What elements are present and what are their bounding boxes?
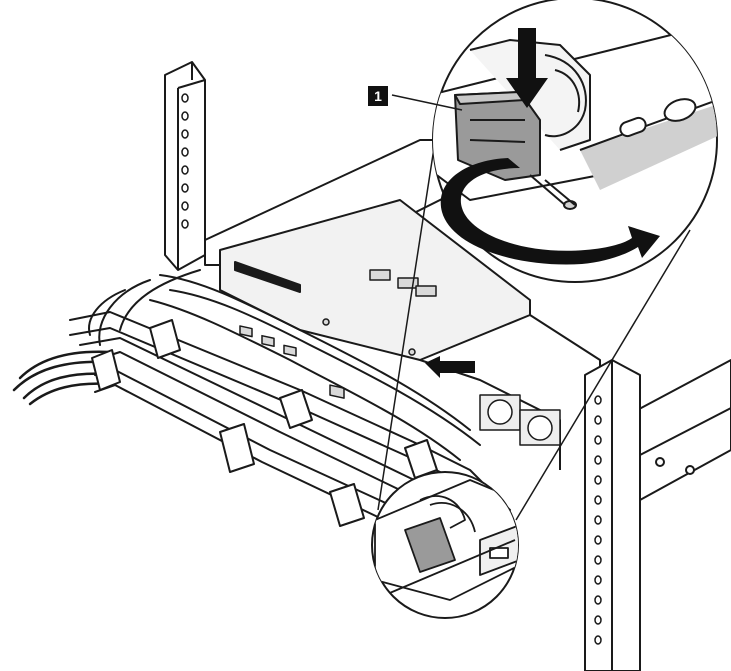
left-post-holes <box>181 93 189 229</box>
rear-ports <box>239 269 437 399</box>
left-rack-post <box>164 61 206 271</box>
magnifier-connector-lines <box>377 134 691 521</box>
callout-1: 1 <box>368 86 463 111</box>
slide-left-arrow-icon <box>425 356 475 378</box>
detail-circle-large <box>432 0 718 283</box>
detail-circle-small <box>371 471 519 619</box>
fan-modules <box>479 394 561 446</box>
svg-text:1: 1 <box>374 88 382 104</box>
rail-shaded-strip <box>580 100 717 190</box>
cable-straps <box>91 319 438 527</box>
rotate-clockwise-icon <box>440 158 660 265</box>
down-arrow-icon <box>506 28 548 108</box>
right-post-holes <box>594 395 602 645</box>
release-tab-small <box>404 517 456 573</box>
right-rack-post <box>584 359 641 671</box>
